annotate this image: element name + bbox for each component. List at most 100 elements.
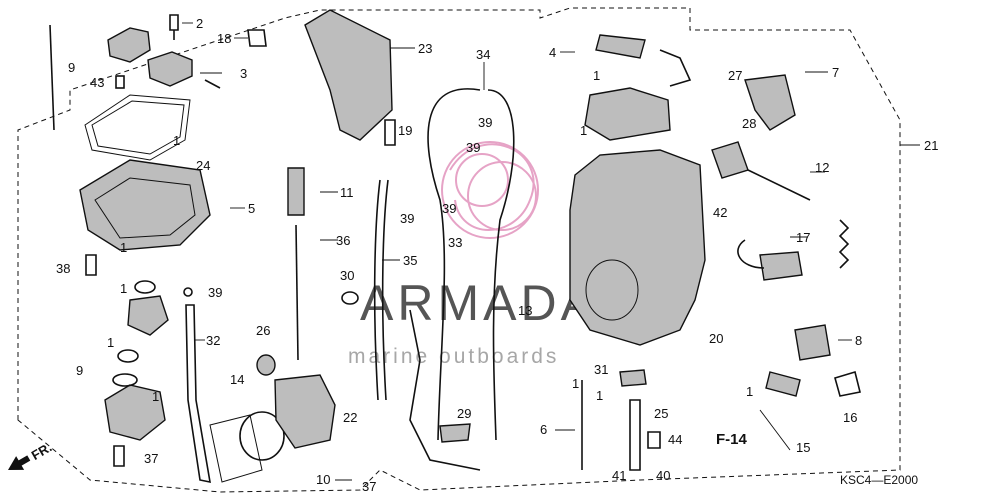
callout-44: 44	[668, 432, 682, 447]
callout-1-e: 1	[107, 335, 114, 350]
part-carburetor-body	[569, 149, 706, 346]
callout-29: 29	[457, 406, 471, 421]
part-hose-35	[373, 179, 389, 401]
callout-39-d: 39	[400, 211, 414, 226]
part-cover-3b	[147, 51, 193, 87]
part-plate-14	[209, 414, 263, 483]
callout-37-b: 37	[362, 479, 376, 494]
callout-31: 31	[594, 362, 608, 377]
watermark-swirl	[449, 143, 535, 231]
callout-39-e: 39	[208, 285, 222, 300]
callout-12: 12	[815, 160, 829, 175]
assembly-boundary	[17, 7, 901, 493]
callouts: 2 18 23 34 4 7 9 3 43 27 28 1 1 39 19 1 …	[56, 16, 938, 494]
part-sensor-wire	[737, 239, 765, 269]
part-bolt-16	[834, 370, 861, 397]
front-arrow-icon	[8, 455, 31, 470]
callout-15: 15	[796, 440, 810, 455]
callout-9-top: 9	[68, 60, 75, 75]
part-jet-25	[629, 399, 641, 471]
callout-42: 42	[713, 205, 727, 220]
watermark-brand: ARMADA	[360, 275, 598, 331]
part-clip-39-left	[183, 287, 193, 297]
part-screw-2	[169, 14, 179, 40]
part-rod-9	[49, 24, 55, 131]
part-link-7	[744, 74, 796, 131]
part-throttle-22	[274, 374, 336, 449]
part-spring-12	[838, 219, 850, 269]
part-jet-44	[647, 431, 661, 449]
part-screw-37-left	[113, 445, 125, 467]
callout-23: 23	[418, 41, 432, 56]
part-screw-15	[765, 371, 801, 397]
part-seal-14	[239, 411, 285, 461]
callout-14: 14	[230, 372, 244, 387]
callout-32: 32	[206, 333, 220, 348]
callout-8: 8	[855, 333, 862, 348]
part-lever-4	[659, 49, 692, 87]
callout-35: 35	[403, 253, 417, 268]
callout-24: 24	[196, 158, 210, 173]
watermark-ring-3	[455, 153, 509, 207]
callout-25: 25	[654, 406, 668, 421]
callout-37-a: 37	[144, 451, 158, 466]
front-marker-label: FR.	[29, 439, 55, 462]
part-jet-31	[619, 369, 647, 387]
watermark-tagline: marine outboards	[348, 345, 559, 368]
callout-17: 17	[796, 230, 810, 245]
leader-lines	[182, 22, 920, 481]
part-clamp-30	[341, 291, 359, 305]
callout-39-c: 39	[442, 201, 456, 216]
callout-18: 18	[217, 31, 231, 46]
callout-21: 21	[924, 138, 938, 153]
callout-33: 33	[448, 235, 462, 250]
callout-1-i: 1	[120, 240, 127, 255]
callout-43: 43	[90, 75, 104, 90]
part-tube-32	[185, 304, 211, 484]
callout-39-a: 39	[478, 115, 492, 130]
callout-9-left: 9	[76, 363, 83, 378]
diagram-code: KSC4—E2000	[840, 473, 918, 487]
callout-1-h: 1	[746, 384, 753, 399]
part-hose-34b	[487, 89, 515, 441]
callout-1-j: 1	[596, 388, 603, 403]
part-screw-19	[384, 119, 396, 146]
part-plate-23	[304, 9, 393, 141]
callout-1-d: 1	[120, 281, 127, 296]
callout-34: 34	[476, 47, 490, 62]
callout-30: 30	[340, 268, 354, 283]
part-top-cover-4	[584, 87, 671, 141]
watermark-ring-1	[441, 141, 539, 239]
callout-19: 19	[398, 123, 412, 138]
callout-2: 2	[196, 16, 203, 31]
part-plunger-rod	[747, 169, 811, 201]
part-oring-1	[134, 280, 156, 294]
part-pin-3	[204, 79, 221, 89]
callout-7: 7	[832, 65, 839, 80]
callout-40: 40	[656, 468, 670, 483]
part-cover-3	[107, 27, 151, 63]
watermark-logo-mark	[441, 141, 539, 239]
callout-39-b: 39	[466, 140, 480, 155]
callout-1-f: 1	[572, 376, 579, 391]
part-plate-4	[595, 34, 646, 59]
part-bracket-10	[409, 309, 481, 471]
part-pump-cover	[127, 295, 169, 336]
figure-tag: F-14	[716, 431, 748, 448]
callout-38: 38	[56, 261, 70, 276]
callout-20: 20	[709, 331, 723, 346]
part-43	[115, 75, 125, 89]
part-hose-34	[427, 88, 481, 441]
front-marker: FR.	[8, 439, 55, 470]
part-bracket-29	[439, 423, 471, 443]
callout-28: 28	[742, 116, 756, 131]
part-fitting-8	[794, 324, 831, 361]
callout-5: 5	[248, 201, 255, 216]
callout-4: 4	[549, 45, 556, 60]
callout-1-b: 1	[580, 123, 587, 138]
part-pump-diaphragm	[117, 349, 139, 363]
callout-3: 3	[240, 66, 247, 81]
callout-6: 6	[540, 422, 547, 437]
part-carb-bore	[585, 259, 639, 321]
callout-1-g: 1	[152, 389, 159, 404]
